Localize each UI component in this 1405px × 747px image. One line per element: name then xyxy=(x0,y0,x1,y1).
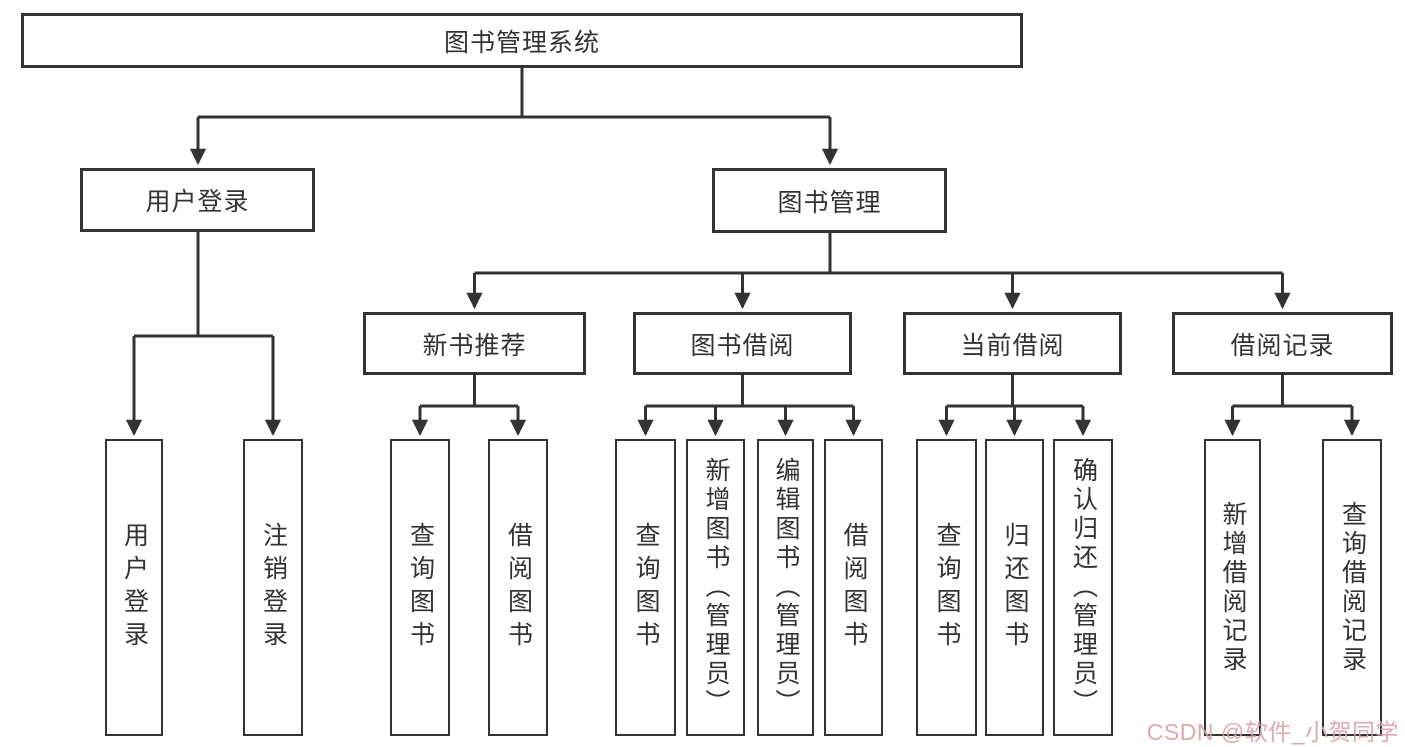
csdn-watermark: CSDN @软件_小贺同学 xyxy=(1146,719,1399,745)
leaf-query-books-recommend: 查询图书 xyxy=(390,439,450,736)
node-book-borrow: 图书借阅 xyxy=(633,312,852,375)
node-label: 当前借阅 xyxy=(960,331,1065,360)
leaf-label: 查询图书 xyxy=(632,521,660,654)
node-label: 图书管理 xyxy=(777,188,882,217)
leaf-label: 确认归还（管理员） xyxy=(1069,457,1098,718)
leaf-label: 借阅图书 xyxy=(504,521,533,654)
leaf-borrow-books: 借阅图书 xyxy=(824,439,883,736)
node-current-borrow: 当前借阅 xyxy=(903,312,1122,375)
leaf-label: 归还图书 xyxy=(1001,521,1029,654)
node-label: 图书借阅 xyxy=(690,331,795,360)
leaf-label: 新增借阅记录 xyxy=(1219,500,1247,675)
leaf-label: 编辑图书（管理员） xyxy=(772,457,800,718)
node-root-library-system: 图书管理系统 xyxy=(21,13,1023,68)
leaf-label: 用户登录 xyxy=(120,521,149,654)
leaf-query-books-borrow: 查询图书 xyxy=(615,439,676,736)
node-book-management: 图书管理 xyxy=(712,168,947,233)
leaf-logout: 注销登录 xyxy=(243,439,303,736)
connector-group xyxy=(125,68,1361,436)
leaf-label: 查询图书 xyxy=(406,521,435,654)
leaf-borrow-books-recommend: 借阅图书 xyxy=(488,439,548,736)
leaf-label: 新增图书（管理员） xyxy=(702,457,730,718)
leaf-add-books-admin: 新增图书（管理员） xyxy=(686,439,745,736)
node-label: 图书管理系统 xyxy=(443,28,600,57)
leaf-label: 注销登录 xyxy=(259,521,288,654)
node-label: 用户登录 xyxy=(145,188,250,216)
node-label: 借阅记录 xyxy=(1230,331,1335,360)
leaf-return-books: 归还图书 xyxy=(985,439,1044,736)
leaf-add-borrow-record: 新增借阅记录 xyxy=(1204,439,1261,736)
node-borrow-records: 借阅记录 xyxy=(1172,312,1393,375)
leaf-label: 借阅图书 xyxy=(840,521,868,654)
leaf-query-borrow-record: 查询借阅记录 xyxy=(1322,439,1382,736)
leaf-confirm-return-admin: 确认归还（管理员） xyxy=(1053,439,1113,736)
leaf-label: 查询借阅记录 xyxy=(1338,500,1367,675)
node-new-book-recommend: 新书推荐 xyxy=(363,312,586,375)
node-label: 新书推荐 xyxy=(422,331,527,360)
node-user-login: 用户登录 xyxy=(80,168,315,232)
leaf-edit-books-admin: 编辑图书（管理员） xyxy=(757,439,814,736)
leaf-user-login: 用户登录 xyxy=(105,439,163,736)
leaf-label: 查询图书 xyxy=(933,521,961,654)
leaf-query-books-current: 查询图书 xyxy=(916,439,977,736)
